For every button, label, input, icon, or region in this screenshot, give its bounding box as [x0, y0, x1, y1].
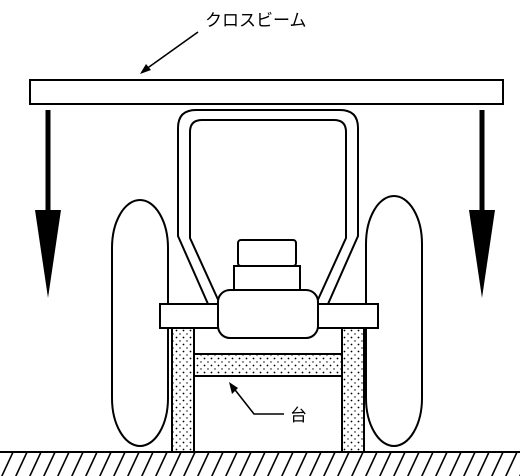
crossbeam-label: クロスビーム — [205, 11, 307, 31]
crossbeam — [29, 79, 504, 105]
differential-housing — [217, 289, 319, 339]
crossbeam-leader-line — [141, 31, 199, 73]
stand-leader-arrowhead — [229, 382, 238, 394]
left-force-arrow — [35, 110, 61, 298]
stand-label: 台 — [290, 406, 307, 426]
stand-top-plate — [193, 353, 343, 377]
hitch-block — [233, 265, 301, 291]
ground-hatching — [0, 453, 520, 476]
right-force-arrow — [469, 110, 495, 298]
roll-bar-inner — [189, 119, 347, 305]
roll-bar-outer — [177, 109, 359, 305]
crossbeam-leader-arrowhead — [140, 64, 151, 74]
stand-right-post — [341, 327, 365, 453]
stand-left-post — [171, 327, 195, 453]
pto-cap — [237, 239, 297, 267]
stand-leader-line — [231, 385, 284, 415]
